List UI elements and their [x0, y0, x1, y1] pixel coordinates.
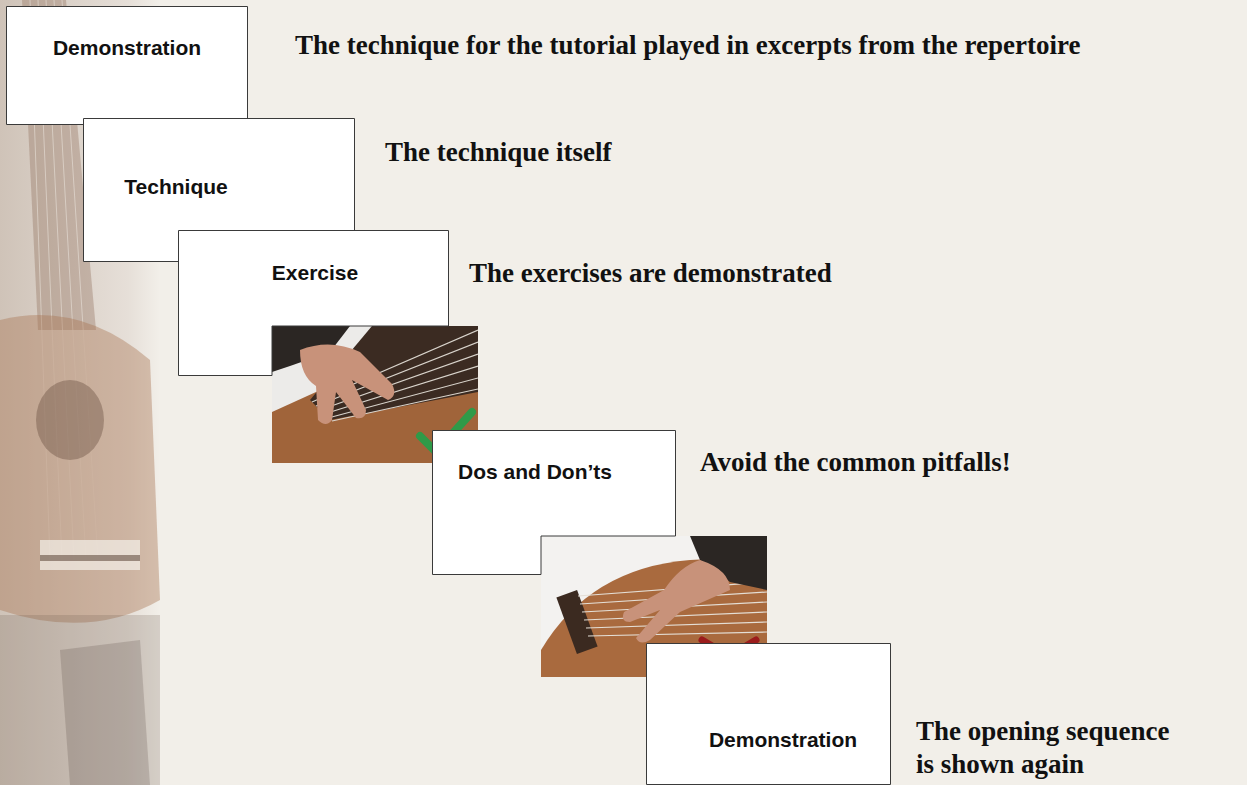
hand: [623, 560, 730, 643]
box-shape: [7, 7, 248, 125]
hand: [300, 344, 394, 424]
guitar-reflection: [0, 615, 160, 785]
step-description: The technique for the tutorial played in…: [295, 29, 1080, 62]
guitar-reflection-shade: [60, 640, 150, 785]
guitar-bridge: [40, 540, 140, 570]
box-outline: [646, 643, 891, 785]
step-description: The opening sequence is shown again: [916, 715, 1184, 781]
box-outline: [6, 6, 248, 125]
guitar-body: [0, 315, 160, 623]
step-box: Demonstration: [646, 643, 891, 785]
box-outline: [178, 230, 449, 376]
guitar-bridge: [556, 590, 597, 654]
step-box: Exercise: [178, 230, 449, 376]
box-shape: [433, 431, 676, 575]
step-title: Technique: [124, 174, 227, 199]
step-description: The exercises are demonstrated: [469, 257, 832, 290]
step-box: Dos and Don’ts: [432, 430, 676, 575]
step-title: Dos and Don’ts: [458, 459, 612, 484]
step-title: Exercise: [272, 260, 358, 285]
guitar-soundhole: [36, 380, 104, 460]
box-outline: [432, 430, 676, 575]
step-description: Avoid the common pitfalls!: [700, 446, 1011, 479]
step-description: The technique itself: [385, 136, 612, 169]
box-shape: [179, 231, 449, 376]
step-title: Demonstration: [53, 35, 201, 60]
step-title: Demonstration: [709, 727, 857, 752]
step-box: Demonstration: [6, 6, 248, 125]
guitar-saddle: [40, 555, 140, 561]
box-shape: [647, 644, 891, 785]
